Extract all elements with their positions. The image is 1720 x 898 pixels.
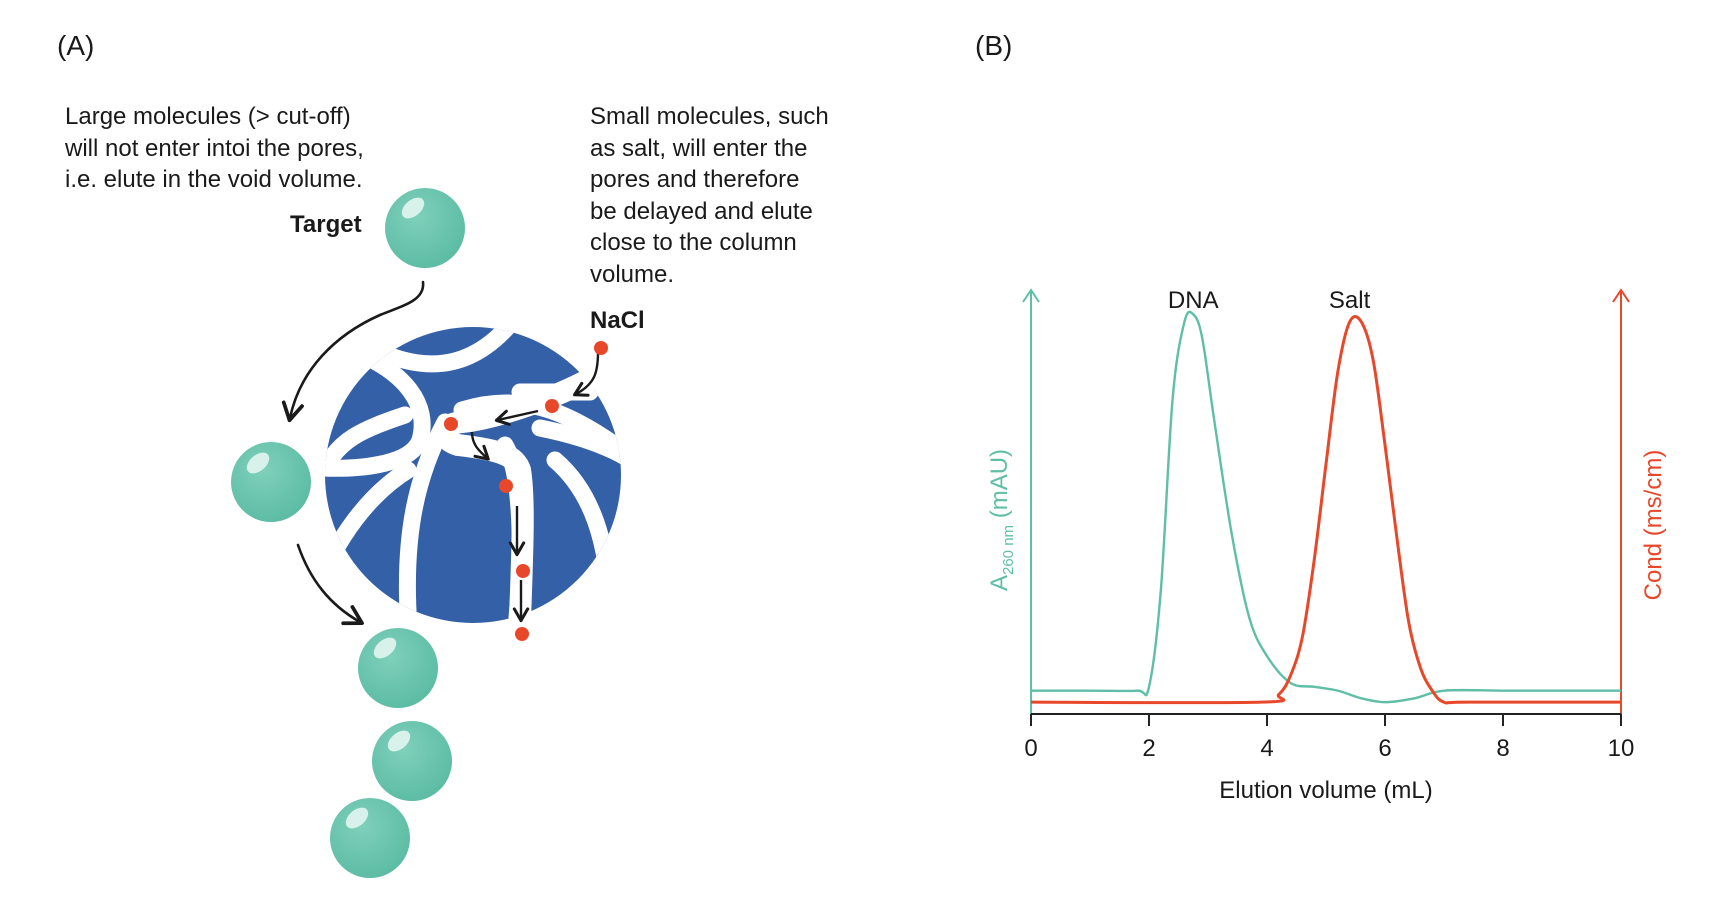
- right-axis-arrow-icon: [1612, 288, 1630, 303]
- salt-dot-icon: [515, 627, 529, 641]
- x-tick-label: 4: [1260, 735, 1273, 762]
- target-sphere-icon: [231, 442, 311, 522]
- series-line-dna: [1030, 310, 1621, 704]
- salt-dot-icon: [516, 564, 530, 578]
- target-molecules: [231, 188, 465, 878]
- target-sphere-icon: [385, 188, 465, 268]
- target-sphere-icon: [372, 721, 452, 801]
- nacl-label: NaCl: [590, 307, 645, 334]
- panel-b-label: (B): [975, 30, 1013, 61]
- target-label: Target: [290, 211, 362, 238]
- series-line-salt: [1030, 314, 1621, 705]
- x-tick-label: 8: [1496, 735, 1509, 762]
- salt-dot-icon: [594, 341, 608, 355]
- left-axis-arrow-icon: [1022, 288, 1040, 303]
- target-flow-arrows: [281, 280, 425, 626]
- salt-particle-dots: [444, 341, 608, 641]
- panel-a-label: (A): [57, 30, 95, 61]
- salt-dot-icon: [444, 417, 458, 431]
- x-tick-label: 2: [1142, 735, 1155, 762]
- x-tick-label: 0: [1024, 735, 1037, 762]
- small-molecules-text: Small molecules, such as salt, will ente…: [590, 103, 829, 288]
- salt-dot-icon: [545, 399, 559, 413]
- right-y-axis-label: Cond (ms/cm): [1640, 450, 1667, 601]
- series-label-dna: DNA: [1168, 287, 1219, 314]
- target-sphere-icon: [330, 798, 410, 878]
- salt-flow-arrows: [470, 351, 600, 623]
- x-tick-label: 10: [1608, 735, 1635, 762]
- left-y-axis-label: A260 nm (mAU): [986, 449, 1017, 591]
- target-sphere-icon: [358, 628, 438, 708]
- x-tick-label: 6: [1378, 735, 1391, 762]
- x-axis-label: Elution volume (mL): [1219, 777, 1432, 804]
- large-molecules-text: Large molecules (> cut-off) will not ent…: [65, 103, 364, 193]
- series-label-salt: Salt: [1329, 287, 1371, 314]
- porous-resin-bead-icon: [325, 327, 621, 631]
- salt-dot-icon: [499, 479, 513, 493]
- size-exclusion-diagram: [231, 188, 621, 878]
